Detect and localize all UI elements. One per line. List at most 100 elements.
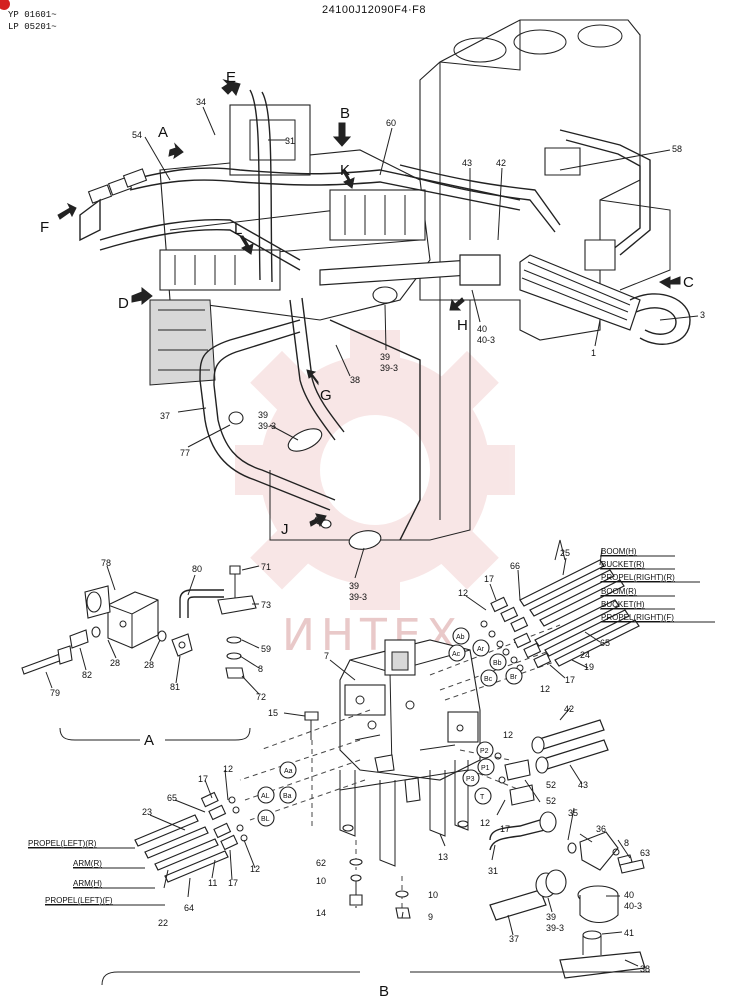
callout-73: 73 [261,600,271,610]
pressure-hoses [494,719,609,806]
callout-79: 79 [50,688,60,698]
callout-13: 13 [438,852,448,862]
suction-pipe-37 [199,297,421,541]
line-label-propel-left-f: PROPEL(LEFT)(F) [45,896,113,905]
callout-40-3-upper: 40-3 [477,335,495,345]
callout-38-lower: 38 [640,964,650,974]
callout-31-lower: 31 [488,866,498,876]
callout-54: 54 [132,130,142,140]
detail-a-parts [21,565,257,741]
callout-8-detail-a: 8 [258,664,263,674]
view-letter-k: K [340,162,350,179]
serial-range-2: LP 05201~ [8,22,57,32]
callout-40-3-lower: 40-3 [624,901,642,911]
callout-62: 62 [316,858,326,868]
right-fittings [480,596,552,672]
callout-12-left-top: 12 [223,764,233,774]
callout-63: 63 [640,848,650,858]
leader-lines [45,106,699,967]
view-letter-b: B [340,105,350,122]
left-hoses [134,791,248,883]
view-letter-h: H [457,317,468,334]
callout-24: 24 [580,650,590,660]
callout-39-mid: 39 [258,410,268,420]
callout-31: 31 [285,136,295,146]
view-letter-g: G [320,387,332,404]
callout-11: 11 [208,878,217,888]
corner-marker-icon [0,0,10,10]
callout-39-3-bottom: 39-3 [546,923,564,933]
port-ba: Ba [283,793,292,800]
line-label-boom-h: BOOM(H) [601,547,637,556]
port-markers [257,627,523,827]
callout-15: 15 [268,708,278,718]
callout-23: 23 [142,807,152,817]
callout-25: 25 [560,548,570,558]
callout-12-right-top: 12 [458,588,468,598]
line-label-propel-right-f: PROPEL(RIGHT)(F) [601,613,674,622]
port-br: Br [510,674,518,681]
callout-60: 60 [386,118,396,128]
port-t: T [480,794,485,801]
port-bl: BL [261,816,270,823]
detail-label-a: A [144,732,154,749]
callout-41: 41 [624,928,634,938]
callout-17-right-top: 17 [484,574,494,584]
callout-38-upper: 38 [350,375,360,385]
line-label-propel-right-r: PROPEL(RIGHT)(R) [601,573,675,582]
port-p1: P1 [481,765,490,772]
callout-42: 42 [496,158,506,168]
callout-7: 7 [324,651,329,661]
view-arrows [57,79,681,528]
callout-65-left: 65 [167,793,177,803]
callout-17-t: 17 [500,824,510,834]
callout-39-3-mid: 39-3 [258,421,276,431]
port-ar: Ar [477,646,485,653]
line-label-propel-left-r: PROPEL(LEFT)(R) [28,839,97,848]
callout-39-lower: 39 [349,581,359,591]
port-aa: Aa [284,768,293,775]
callout-40-lower: 40 [624,890,634,900]
view-letter-e: E [226,69,236,86]
callout-58: 58 [672,144,682,154]
line-label-bucket-h: BUCKET(H) [601,600,645,609]
callout-40-upper: 40 [477,324,487,334]
callout-39-bottom: 39 [546,912,556,922]
callout-17-left-top: 17 [198,774,208,784]
callout-52-lower: 52 [546,796,556,806]
valve-stand [339,760,469,867]
line-label-bucket-r: BUCKET(R) [601,560,645,569]
fasteners [304,711,645,919]
callout-17-left-bottom: 17 [228,878,238,888]
callout-80: 80 [192,564,202,574]
callout-37-lower: 37 [509,934,519,944]
callout-3: 3 [700,310,705,320]
callout-65-right: 65 [600,638,610,648]
view-letter-l: L [234,221,242,238]
callout-22: 22 [158,918,168,928]
port-bb: Bb [493,660,502,667]
hydraulic-pump [149,299,216,386]
callout-9: 9 [428,912,433,922]
drawing-number: 24100J12090F4·F8 [322,4,426,16]
hose-clamps [228,286,398,550]
view-letter-a: A [158,124,168,141]
callout-39-3-upper: 39-3 [380,363,398,373]
port-bc: Bc [484,676,493,683]
callout-37-upper: 37 [160,411,170,421]
line-label-boom-r: BOOM(R) [601,587,637,596]
suction-connection [101,811,650,986]
watermark-gear [235,330,515,610]
callout-77: 77 [180,448,190,458]
callout-12-t: 12 [480,818,490,828]
serial-range-1: YP 01601~ [8,10,57,20]
callout-39-3-lower: 39-3 [349,592,367,602]
callout-28-left: 28 [110,658,120,668]
callout-12-right-bottom: 12 [540,684,550,694]
callout-52-upper: 52 [546,780,556,790]
detail-label-b: B [379,983,389,1000]
callout-10-left: 10 [316,876,326,886]
view-letter-c: C [683,274,694,291]
callout-78: 78 [101,558,111,568]
